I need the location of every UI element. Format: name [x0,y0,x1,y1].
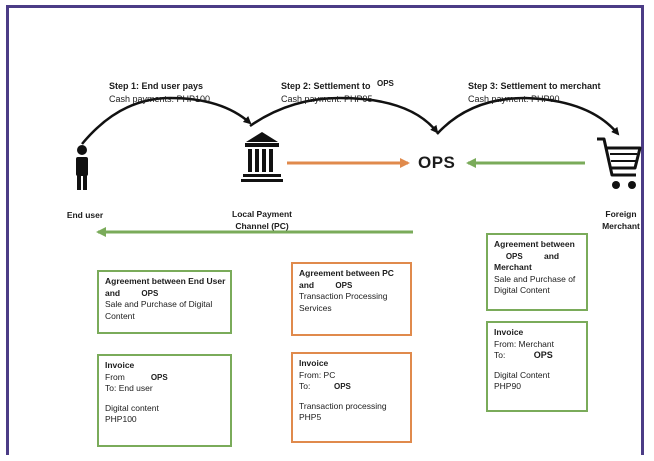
pc-label-line1: Local Payment [232,209,292,219]
agreement-fm-line2: Digital Content [494,285,550,295]
agreement-pc-line1: Transaction Processing [299,291,388,301]
pc-label-line2: Channel (PC) [235,221,289,231]
diagram-frame [6,5,644,455]
end-user-label: End user [66,210,104,220]
foreign-merchant-label: Foreign Merchant [598,208,644,232]
agreement-fm-title: Agreement between [494,239,575,249]
step2-title: Step 2: Settlement to [281,81,371,91]
end-user-icon [76,145,88,190]
step1-subtitle: Cash payments: PHP100 [109,94,211,104]
arc-step2 [249,96,439,134]
invoice-fm-to-row: To: OPS [494,350,580,362]
agreement-pc-ops: OPS [335,280,353,290]
invoice-pc-to-row: To: OPS [299,381,404,393]
invoice-fm-line2: PHP90 [494,381,521,391]
shopping-cart-icon [597,137,642,177]
invoice-pc-box: Invoice From: PC To: OPS Transaction pro… [291,352,412,443]
agreement-pc-title2: and OPS [299,280,404,292]
foreign-merchant-line2: Merchant [602,221,640,231]
agreement-fm-title2: Merchant [494,262,532,272]
step2-subtitle: Cash payment: PHP95 [281,94,373,104]
invoice-fm-from: From: Merchant [494,338,554,349]
agreement-merchant-box: Agreement between OPS and Merchant Sale … [486,233,588,311]
invoice-eu-title: Invoice [105,360,135,370]
invoice-eu-from: From [105,371,125,382]
agreement-eu-and: and [105,287,121,298]
pc-label: Local Payment Channel (PC) [222,208,302,232]
step3-subtitle: Cash payment: PHP90 [468,94,560,104]
invoice-eu-ops: OPS [150,372,168,382]
step3-title: Step 3: Settlement to merchant [468,81,601,91]
invoice-end-user-box: Invoice From OPS To: End user Digital co… [97,354,232,447]
ops-node-label: OPS [418,153,456,172]
agreement-pc-title: Agreement between PC [299,268,394,278]
invoice-pc-line2: PHP5 [299,412,322,422]
agreement-eu-ops: OPS [141,288,159,298]
invoice-fm-ops: OPS [533,350,553,360]
agreement-fm-ops: OPS [505,251,523,261]
invoice-fm-line1: Digital Content [494,369,550,380]
agreement-eu-line1: Sale and Purchase of Digital [105,299,213,309]
invoice-eu-line2: PHP100 [105,414,137,424]
agreement-fm-and: and [543,250,560,261]
invoice-fm-title: Invoice [494,327,524,337]
invoice-pc-line1: Transaction processing [299,400,387,411]
invoice-eu-from-row: From OPS [105,372,224,384]
bank-icon [241,132,283,182]
agreement-fm-line1: Sale and Purchase of [494,273,576,284]
invoice-pc-to: To: [299,381,311,391]
invoice-eu-to: To: End user [105,383,153,393]
invoice-pc-from: From: PC [299,369,336,380]
invoice-eu-line1: Digital content [105,402,159,413]
foreign-merchant-line1: Foreign [605,209,637,219]
agreement-eu-line2: Content [105,310,135,321]
agreement-eu-title: Agreement between End User [105,276,226,286]
step2-ops-label: OPS [377,79,394,88]
invoice-merchant-box: Invoice From: Merchant To: OPS Digital C… [486,321,588,412]
agreement-eu-title2: and OPS [105,288,224,300]
step1-title: Step 1: End user pays [109,81,204,91]
arc-step1 [81,96,252,145]
agreement-pc-box: Agreement between PC and OPS Transaction… [291,262,412,336]
invoice-pc-title: Invoice [299,358,329,368]
agreement-pc-and: and [299,279,315,290]
invoice-pc-ops: OPS [333,382,351,391]
invoice-fm-to: To: [494,350,506,360]
arc-step3 [436,96,620,136]
agreement-end-user-box: Agreement between End User and OPS Sale … [97,270,232,334]
agreement-fm-ops-row: OPS and [494,251,580,263]
agreement-pc-line2: Services [299,302,332,313]
